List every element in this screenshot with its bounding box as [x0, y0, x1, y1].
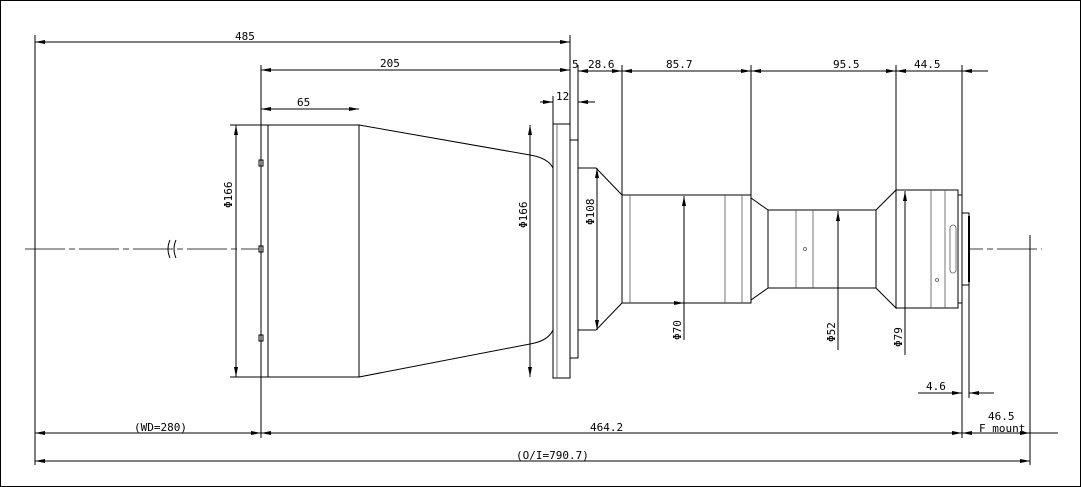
dim-485: 485: [235, 30, 255, 43]
lens-body: [258, 123, 970, 379]
extension-lines: [34, 35, 1031, 465]
dim-464-2: 464.2: [590, 421, 623, 434]
dim-12: 12: [556, 90, 569, 103]
dim-85-7: 85.7: [666, 58, 693, 71]
dim-46-5: 46.5: [988, 410, 1015, 423]
dim-28-6: 28.6: [588, 58, 615, 71]
dim-95-5: 95.5: [833, 58, 860, 71]
diameter-front: Φ166: [222, 182, 235, 209]
dim-working-distance: (WD=280): [134, 421, 187, 434]
diameter-flange: Φ166: [517, 202, 530, 229]
diameter-middle: Φ52: [825, 322, 838, 342]
diameter-cone: Φ108: [584, 199, 597, 226]
mount-type-label: F mount: [979, 422, 1025, 435]
dim-5: 5: [572, 58, 579, 71]
dim-object-to-image: (O/I=790.7): [516, 449, 589, 462]
break-symbol: [167, 239, 177, 259]
dim-4-6: 4.6: [926, 380, 946, 393]
diameter-tube: Φ70: [671, 320, 684, 340]
dimension-lines: [35, 40, 1058, 463]
dim-65: 65: [297, 96, 310, 109]
diameter-rear: Φ79: [892, 327, 905, 347]
dim-44-5: 44.5: [914, 58, 941, 71]
dim-205: 205: [380, 57, 400, 70]
